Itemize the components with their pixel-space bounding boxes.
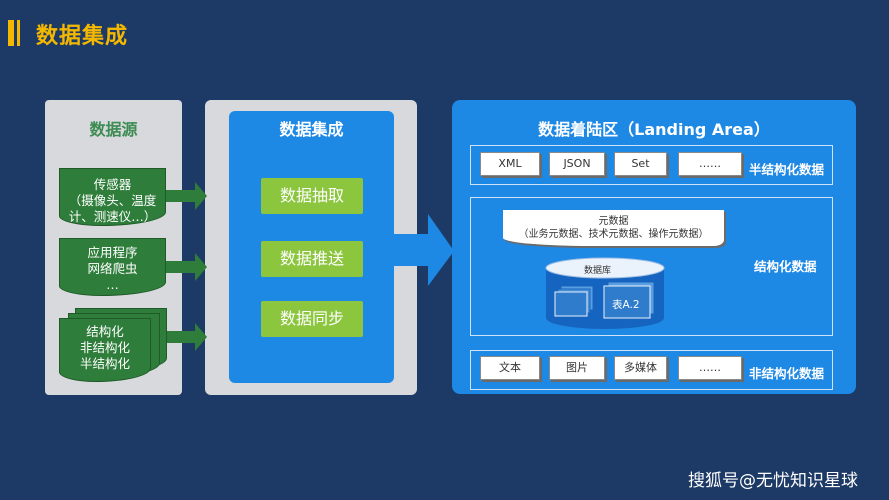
app-line: 网络爬虫 bbox=[87, 261, 138, 276]
big-arrow-icon bbox=[394, 214, 454, 286]
sensor-line: 计、测速仪…） bbox=[68, 209, 157, 224]
sensor-line: 传感器 bbox=[93, 177, 132, 192]
metadata-title: 元数据 bbox=[598, 216, 629, 227]
push-button[interactable]: 数据推送 bbox=[261, 241, 363, 277]
app-line: … bbox=[106, 277, 119, 292]
watermark: 搜狐号@无忧知识星球 bbox=[688, 471, 858, 491]
extract-button[interactable]: 数据抽取 bbox=[261, 178, 363, 214]
sync-button[interactable]: 数据同步 bbox=[261, 301, 363, 337]
database-cylinder-icon bbox=[545, 257, 665, 329]
source-item-data-types: 结构化 非结构化 半结构化 bbox=[59, 318, 151, 382]
table-label: 表A.2 bbox=[612, 299, 640, 311]
type-line: 半结构化 bbox=[79, 356, 130, 371]
semi-structured-label: 半结构化数据 bbox=[749, 162, 825, 177]
type-line: 结构化 bbox=[86, 324, 124, 339]
stacked-tables-icon bbox=[554, 281, 655, 319]
structured-row bbox=[470, 197, 833, 336]
source-heading: 数据源 bbox=[89, 120, 138, 139]
title-accent-bar-thin bbox=[17, 20, 20, 46]
app-line: 应用程序 bbox=[87, 245, 138, 260]
metadata-desc: （业务元数据、技术元数据、操作元数据） bbox=[518, 229, 709, 240]
more-chip: …… bbox=[678, 152, 742, 176]
integration-heading: 数据集成 bbox=[279, 120, 344, 139]
source-item-sensor: 传感器 （摄像头、温度 计、测速仪…） bbox=[59, 168, 166, 226]
unstructured-row bbox=[470, 350, 833, 390]
xml-chip: XML bbox=[480, 152, 540, 176]
source-item-application: 应用程序 网络爬虫 … bbox=[59, 238, 166, 296]
unstructured-label: 非结构化数据 bbox=[749, 366, 825, 381]
title-accent-bar bbox=[8, 20, 14, 46]
arrow-icon bbox=[165, 253, 207, 281]
source-arrows bbox=[165, 182, 207, 351]
landing-heading: 数据着陆区（Landing Area） bbox=[538, 120, 770, 139]
integration-to-landing-arrow bbox=[394, 214, 454, 286]
set-chip: Set bbox=[614, 152, 667, 176]
json-chip: JSON bbox=[549, 152, 605, 176]
arrow-icon bbox=[165, 323, 207, 351]
structured-label: 结构化数据 bbox=[754, 259, 817, 274]
landing-area-panel bbox=[452, 100, 856, 394]
page-title: 数据集成 bbox=[36, 24, 129, 49]
semi-structured-row bbox=[470, 145, 833, 185]
more-chip: …… bbox=[678, 356, 742, 380]
text-chip: 文本 bbox=[480, 356, 540, 380]
image-chip: 图片 bbox=[549, 356, 605, 380]
metadata-box: 元数据 （业务元数据、技术元数据、操作元数据） bbox=[503, 210, 724, 246]
type-line: 非结构化 bbox=[79, 340, 130, 355]
database-label: 数据库 bbox=[584, 266, 612, 276]
sensor-line: （摄像头、温度 bbox=[68, 193, 157, 208]
multimedia-chip: 多媒体 bbox=[614, 356, 667, 380]
arrow-icon bbox=[165, 182, 207, 210]
